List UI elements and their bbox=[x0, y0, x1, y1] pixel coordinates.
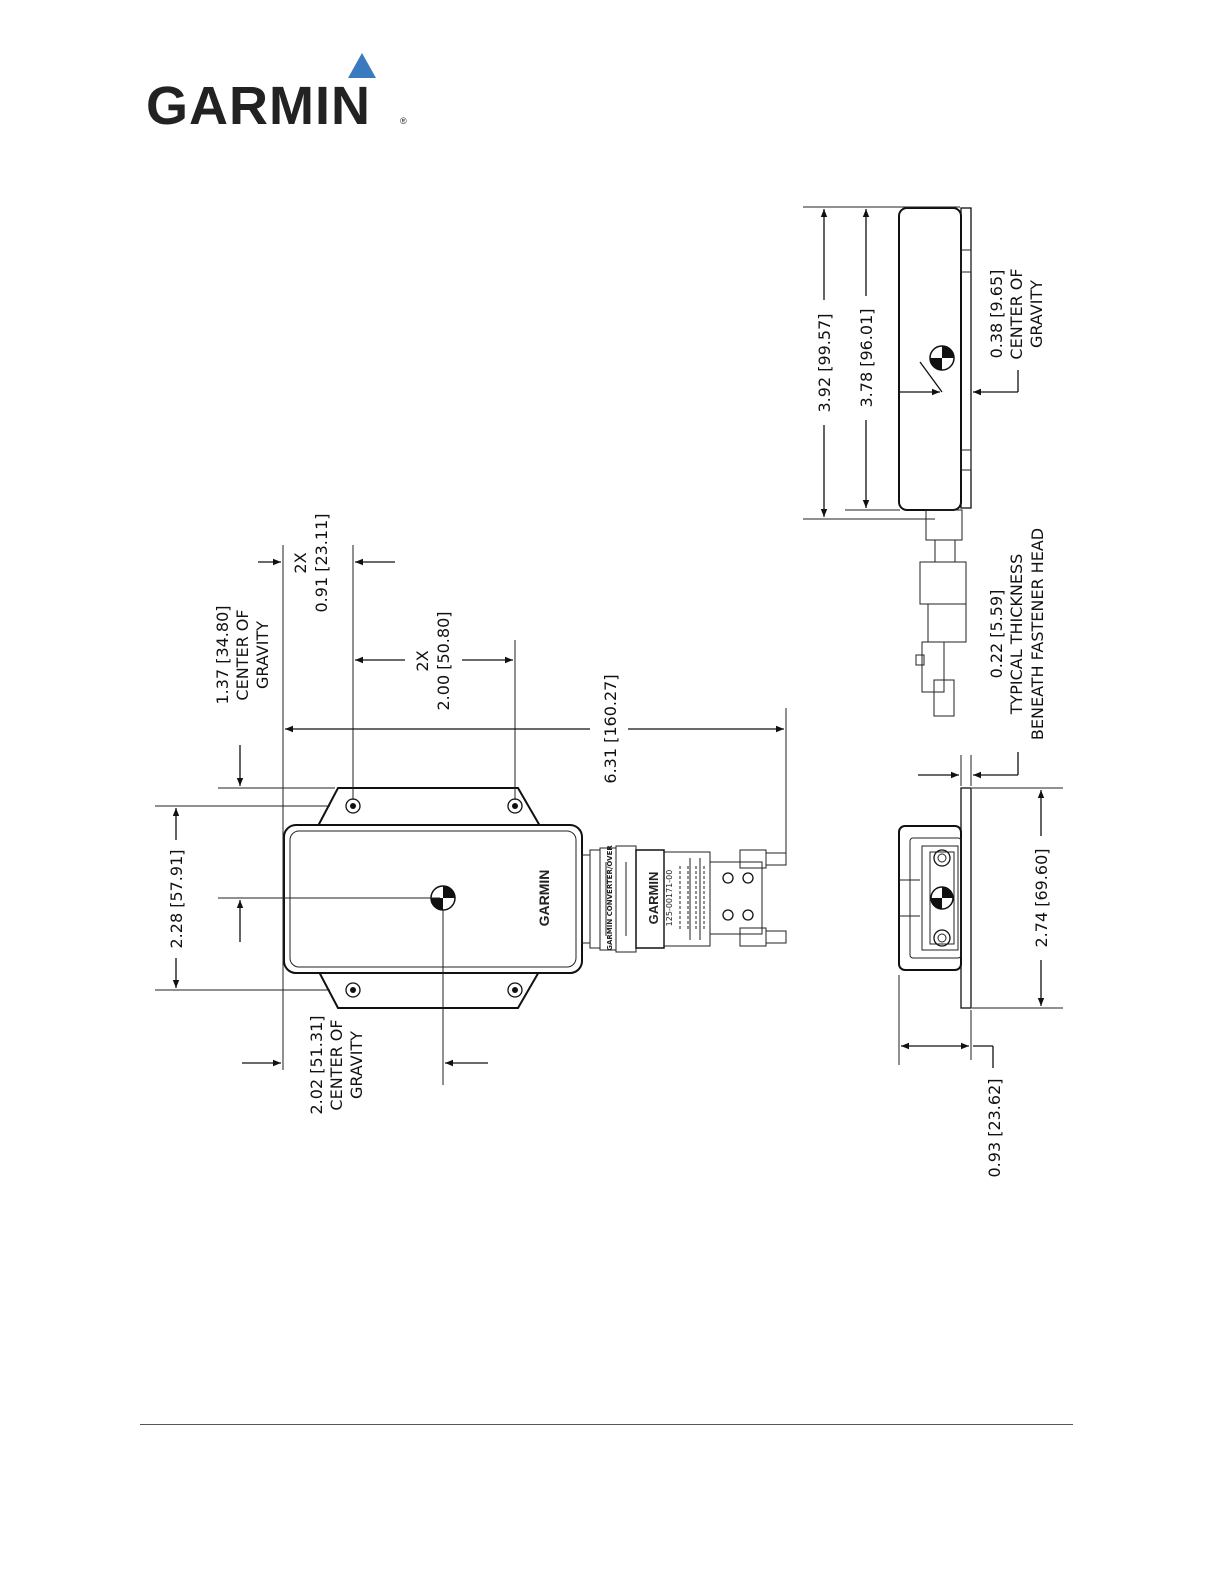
connector-brand-text: GARMIN bbox=[646, 872, 661, 925]
label-cg-lateral: 1.37 [34.80] CENTER OF GRAVITY bbox=[213, 606, 272, 705]
center-of-gravity-icon bbox=[929, 345, 955, 371]
svg-text:TYPICAL THICKNESS: TYPICAL THICKNESS bbox=[1007, 554, 1026, 716]
logo-registered-mark: ® bbox=[400, 116, 407, 126]
label-cg-height: 0.38 [9.65] CENTER OF GRAVITY bbox=[987, 268, 1046, 359]
connector-part-number: 125-00171-00 bbox=[665, 870, 674, 927]
mounting-hole-icon bbox=[345, 982, 361, 998]
dim-depth: 0.93 [23.62] bbox=[985, 1079, 1004, 1178]
connector-assembly: GARMIN CONVERTER/OVER GARMIN 125-00171-0… bbox=[581, 845, 787, 953]
label-cg-longitudinal: 2.02 [51.31] CENTER OF GRAVITY bbox=[307, 1016, 366, 1115]
svg-text:0.22 [5.59]: 0.22 [5.59] bbox=[987, 590, 1006, 679]
svg-text:GRAVITY: GRAVITY bbox=[1027, 280, 1046, 348]
side-view: 3.92 [99.57] 3.78 [96.01] 0.38 [9.65] CE… bbox=[803, 206, 1047, 740]
svg-text:GRAVITY: GRAVITY bbox=[253, 621, 272, 689]
mounting-hole-icon bbox=[507, 982, 523, 998]
svg-text:2.00 [50.80]: 2.00 [50.80] bbox=[434, 612, 453, 711]
dim-body-height: 3.78 [96.01] bbox=[857, 309, 876, 408]
logo-triangle-icon bbox=[348, 53, 376, 78]
dim-overall-width: 2.28 [57.91] bbox=[167, 850, 186, 949]
footer-rule bbox=[140, 1424, 1073, 1425]
logo-wordmark: GARMIN bbox=[146, 76, 371, 132]
garmin-logo: GARMIN ® bbox=[146, 53, 407, 132]
dim-overall-height: 3.92 [99.57] bbox=[815, 314, 834, 413]
housing-brand-text: GARMIN bbox=[536, 870, 552, 927]
svg-text:GRAVITY: GRAVITY bbox=[347, 1031, 366, 1099]
svg-text:CENTER OF: CENTER OF bbox=[233, 609, 252, 700]
svg-text:CENTER OF: CENTER OF bbox=[327, 1019, 346, 1110]
end-flange bbox=[960, 787, 972, 1009]
svg-text:2X: 2X bbox=[413, 650, 432, 671]
svg-text:0.91 [23.11]: 0.91 [23.11] bbox=[312, 514, 331, 613]
connector-label-text: GARMIN CONVERTER/OVER bbox=[606, 845, 614, 951]
center-of-gravity-icon bbox=[930, 886, 954, 910]
dim-flange-width: 2.74 [69.60] bbox=[1032, 849, 1051, 948]
dim-overall-length: 6.31 [160.27] bbox=[601, 674, 620, 783]
top-view: GARMIN GARMIN CONVERTER/OVER GARMIN 12 bbox=[155, 514, 787, 1115]
svg-text:BENEATH FASTENER HEAD: BENEATH FASTENER HEAD bbox=[1028, 528, 1047, 740]
label-hole-offset: 2X 0.91 [23.11] bbox=[291, 514, 331, 613]
side-connector bbox=[915, 509, 967, 717]
svg-text:CENTER OF: CENTER OF bbox=[1007, 268, 1026, 359]
end-view: 2.74 [69.60] 0.93 [23.62] bbox=[898, 752, 1063, 1178]
svg-text:1.37 [34.80]: 1.37 [34.80] bbox=[213, 606, 232, 705]
label-flange-thickness: 0.22 [5.59] TYPICAL THICKNESS BENEATH FA… bbox=[987, 528, 1047, 740]
svg-text:2X: 2X bbox=[291, 552, 310, 573]
label-hole-spacing: 2X 2.00 [50.80] bbox=[413, 612, 453, 711]
svg-text:0.38 [9.65]: 0.38 [9.65] bbox=[987, 270, 1006, 359]
svg-text:2.02 [51.31]: 2.02 [51.31] bbox=[307, 1016, 326, 1115]
